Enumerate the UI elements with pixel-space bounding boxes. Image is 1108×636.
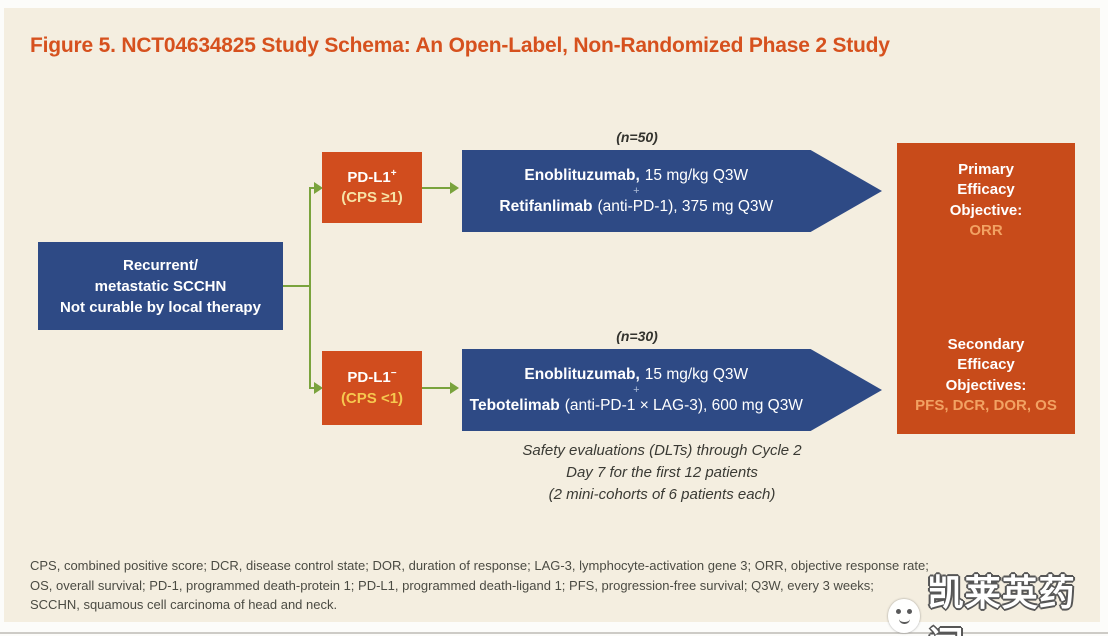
patient-line-3: Not curable by local therapy [60, 298, 261, 316]
treatment-top-line-2: Retifanlimab(anti-PD-1), 375 mg Q3W [499, 197, 774, 215]
primary-objective-value: ORR [969, 221, 1003, 239]
figure-panel: Figure 5. NCT04634825 Study Schema: An O… [4, 8, 1100, 636]
connector-vertical [309, 187, 311, 388]
secondary-objective-line: Efficacy [957, 356, 1015, 374]
connector-bottom-branch [309, 387, 316, 389]
patient-line-1: Recurrent/ [122, 256, 199, 274]
pdl1-positive-box: PD-L1+ (CPS ≥1) [322, 152, 422, 223]
pdl1-negative-label: PD-L1− [347, 368, 397, 387]
patient-line-2: metastatic SCCHN [94, 277, 227, 295]
bottom-divider [0, 632, 1108, 634]
pdl1-negative-cps: (CPS <1) [340, 389, 404, 407]
cohort-size-bottom: (n=30) [616, 328, 658, 344]
footnote-line: CPS, combined positive score; DCR, disea… [30, 558, 929, 573]
secondary-objective-line: Secondary [947, 336, 1025, 353]
arrowhead-top-branch-icon [314, 182, 323, 194]
patient-population-box: Recurrent/ metastatic SCCHN Not curable … [38, 242, 283, 330]
secondary-objective-value: PFS, DCR, DOR, OS [915, 396, 1057, 414]
connector-top-to-arrow [422, 187, 452, 189]
pdl1-negative-box: PD-L1− (CPS <1) [322, 351, 422, 425]
safety-note-line: (2 mini-cohorts of 6 patients each) [548, 485, 776, 503]
primary-objective: Primary Efficacy Objective: ORR [897, 160, 1075, 241]
safety-note-line: Day 7 for the first 12 patients [566, 463, 758, 481]
connector-bottom-to-arrow [422, 387, 452, 389]
primary-objective-line: Efficacy [957, 181, 1015, 199]
secondary-objective: Secondary Efficacy Objectives: PFS, DCR,… [897, 335, 1075, 416]
connector-main-horizontal [283, 285, 311, 287]
treatment-bottom-line-2: Tebotelimab(anti-PD-1 × LAG-3), 600 mg Q… [469, 396, 803, 414]
treatment-arrow-bottom: Enoblituzumab,15 mg/kg Q3W + Tebotelimab… [462, 349, 882, 431]
watermark: 凯莱英药闻 [888, 564, 1100, 636]
arrowhead-bottom-to-arrow-icon [450, 382, 459, 394]
secondary-objective-line: Objectives: [945, 376, 1027, 394]
figure-title: Figure 5. NCT04634825 Study Schema: An O… [30, 34, 890, 57]
primary-objective-line: Objective: [949, 201, 1023, 219]
safety-note: Safety evaluations (DLTs) through Cycle … [452, 440, 872, 505]
plus-icon: + [633, 184, 640, 197]
primary-objective-line: Primary [958, 161, 1014, 178]
pdl1-positive-sup: + [390, 167, 397, 179]
treatment-arrow-top: Enoblituzumab,15 mg/kg Q3W + Retifanlima… [462, 150, 882, 232]
watermark-text: 凯莱英药闻 [927, 572, 1076, 636]
watermark-logo-icon [888, 599, 920, 633]
objectives-box: Primary Efficacy Objective: ORR Secondar… [897, 143, 1075, 434]
pdl1-positive-label: PD-L1+ [347, 167, 397, 186]
connector-top-branch [309, 187, 316, 189]
treatment-bottom-line-1: Enoblituzumab,15 mg/kg Q3W [524, 365, 749, 383]
cohort-size-top: (n=50) [616, 129, 658, 145]
arrowhead-bottom-branch-icon [314, 382, 323, 394]
footnote-line: SCCHN, squamous cell carcinoma of head a… [30, 597, 338, 612]
treatment-top-line-1: Enoblituzumab,15 mg/kg Q3W [524, 166, 749, 184]
arrowhead-top-to-arrow-icon [450, 182, 459, 194]
pdl1-positive-cps: (CPS ≥1) [341, 189, 403, 206]
pdl1-negative-sup: − [390, 368, 397, 380]
plus-icon: + [633, 383, 640, 396]
safety-note-line: Safety evaluations (DLTs) through Cycle … [522, 442, 802, 459]
footnote-line: OS, overall survival; PD-1, programmed d… [30, 577, 874, 593]
abbreviations-footnote: CPS, combined positive score; DCR, disea… [30, 556, 1090, 615]
